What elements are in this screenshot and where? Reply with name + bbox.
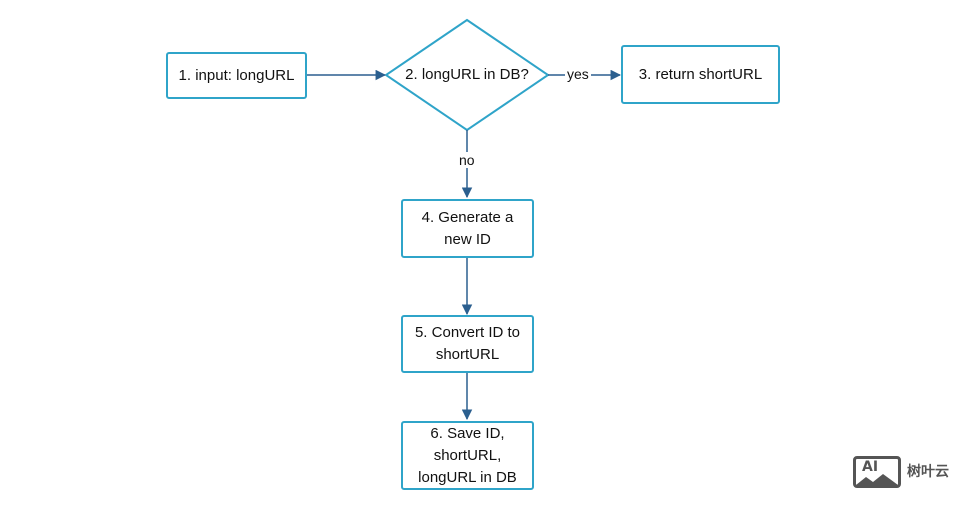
node-convert-id: 5. Convert ID to shortURL (401, 315, 534, 373)
node-convert-label: 5. Convert ID to shortURL (414, 324, 521, 363)
node-input-longurl: 1. input: longURL (166, 52, 307, 99)
node-return-shorturl: 3. return shortURL (621, 45, 780, 104)
node-input-label: 1. input: longURL (178, 66, 295, 84)
mountain-icon (856, 474, 898, 485)
node-check-label: 2. longURL in DB? (405, 66, 529, 83)
node-save-db: 6. Save ID, shortURL, longURL in DB (401, 421, 534, 490)
watermark-brand: 树叶云 (907, 464, 949, 480)
watermark: AI 树叶云 (853, 456, 949, 488)
node-return-label: 3. return shortURL (638, 65, 763, 83)
watermark-logo: AI (853, 456, 901, 488)
edge-no-label: no (457, 152, 477, 168)
node-generate-label: 4. Generate a new ID (421, 208, 514, 248)
watermark-logo-text: AI (862, 459, 879, 475)
node-generate-id: 4. Generate a new ID (401, 199, 534, 258)
edge-yes-label: yes (565, 66, 591, 82)
node-save-label: 6. Save ID, shortURL, longURL in DB (418, 424, 517, 486)
